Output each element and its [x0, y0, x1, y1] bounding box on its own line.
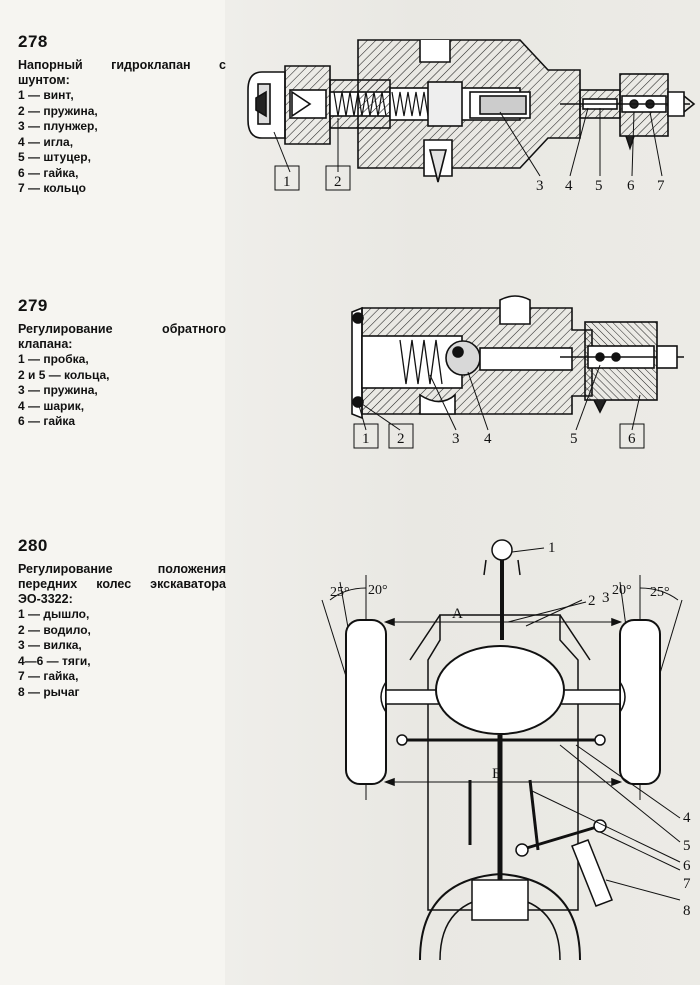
callout-label: 5 — [595, 178, 603, 194]
callout-label: 5 — [570, 431, 578, 447]
legend-item: 2 и 5 — кольца, — [18, 367, 110, 382]
legend-item: 2 — водило, — [18, 622, 91, 637]
angle-label: 25° — [650, 585, 670, 600]
caption-278: 278 Напорный гидроклапан с шунтом: 1 — в… — [18, 32, 226, 197]
callout-label: 4 — [683, 810, 691, 826]
figure-280-drawing — [321, 539, 683, 961]
legend-item: 8 — рычаг — [18, 684, 80, 699]
callout-label: 1 — [283, 174, 291, 190]
figure-279-callouts: 1 2 3 4 5 6 — [362, 431, 636, 447]
figure-title: Регулирование положения передних колес э… — [18, 562, 226, 606]
callout-label: 6 — [627, 178, 635, 194]
figure-278-callouts: 1 2 3 4 5 6 7 — [283, 174, 665, 194]
legend-item: 1 — винт, — [18, 88, 74, 102]
callout-label: 5 — [683, 838, 691, 854]
legend-item: 3 — плунжер, — [18, 119, 98, 133]
legend-item: 5 — штуцер, — [18, 150, 91, 164]
callout-label: 7 — [657, 178, 665, 194]
legend-item: 1 — пробка, — [18, 352, 89, 366]
callout-label: 3 — [536, 178, 544, 194]
caption-280: 280 Регулирование положения передних кол… — [18, 536, 226, 700]
angle-label: 25° — [330, 585, 350, 600]
callout-label: 6 — [683, 858, 691, 874]
legend-item: 4 — игла, — [18, 134, 74, 149]
legend-item: 4 — шарик, — [18, 398, 85, 413]
dimension-label-a: А — [452, 606, 463, 622]
figure-number: 279 — [18, 296, 48, 315]
legend-item: 2 — пружина, — [18, 103, 98, 118]
legend-item: 7 — кольцо — [18, 181, 86, 195]
callout-label: 7 — [683, 876, 691, 892]
angle-label: 20° — [612, 583, 632, 598]
callout-label: 1 — [548, 540, 556, 556]
figure-legend: 1 — дышло, 2 — водило, 3 — вилка, 4—6 — … — [18, 607, 226, 700]
callout-label: 4 — [565, 178, 573, 194]
figure-title: Напорный гидроклапан с шунтом: — [18, 58, 226, 87]
legend-item: 3 — вилка, — [18, 638, 82, 652]
callout-label: 8 — [683, 903, 691, 919]
legend-item: 6 — гайка, — [18, 165, 79, 180]
callout-label: 1 — [362, 431, 370, 447]
legend-item: 4—6 — тяги, — [18, 653, 91, 668]
legend-item: 1 — дышло, — [18, 607, 90, 621]
legend-item: 7 — гайка, — [18, 669, 79, 683]
callout-label: 3 — [452, 431, 460, 447]
legend-item: 3 — пружина, — [18, 383, 98, 397]
callout-label: 2 — [334, 174, 342, 190]
figure-278-drawing — [247, 39, 696, 191]
callout-label: 3 — [602, 590, 610, 606]
figure-legend: 1 — винт, 2 — пружина, 3 — плунжер, 4 — … — [18, 88, 226, 197]
angle-label: 20° — [368, 583, 388, 598]
callout-label: 2 — [397, 431, 405, 447]
legend-item: 6 — гайка — [18, 414, 76, 428]
caption-279: 279 Регулирование обратного клапана: 1 —… — [18, 296, 226, 430]
figure-legend: 1 — пробка, 2 и 5 — кольца, 3 — пружина,… — [18, 352, 226, 430]
callout-label: 2 — [588, 593, 596, 609]
figure-number: 278 — [18, 32, 48, 51]
figure-title: Регулирование обратного клапана: — [18, 322, 226, 351]
dimension-label-b: Б — [492, 766, 501, 782]
figure-279-drawing — [351, 295, 684, 449]
figure-number: 280 — [18, 536, 48, 555]
callout-label: 6 — [628, 431, 636, 447]
callout-label: 4 — [484, 431, 492, 447]
figure-280-labels: 1 2 3 4 5 6 7 8 А Б 25° 20° 20° 25° — [330, 540, 691, 919]
